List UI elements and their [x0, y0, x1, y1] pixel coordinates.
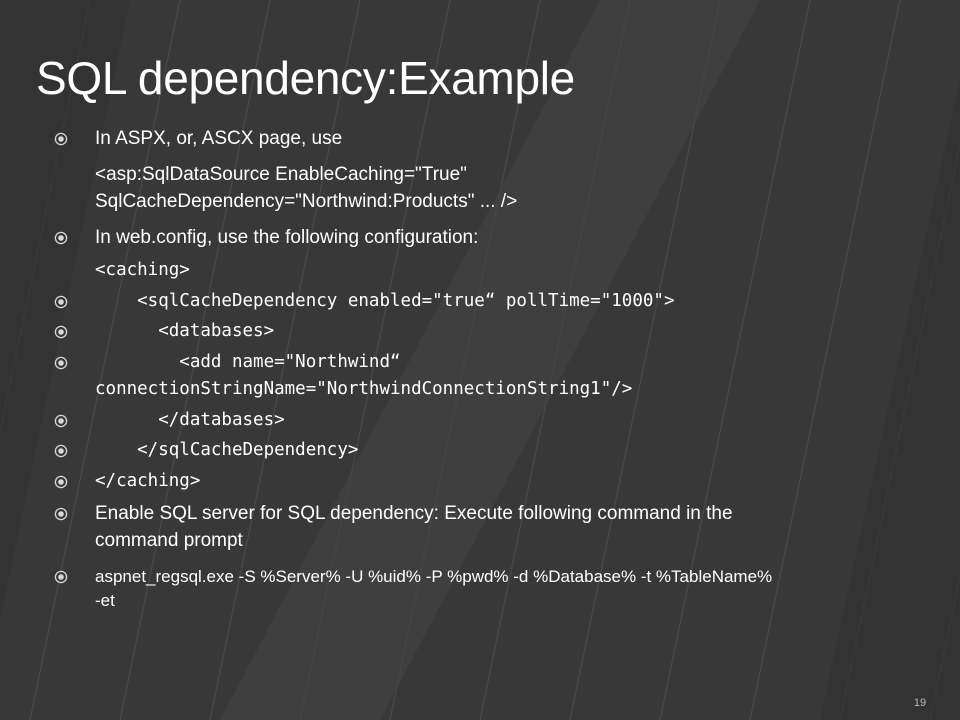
list-item-text: connectionStringName="NorthwindConnectio… [95, 379, 633, 399]
list-item-text: <caching> [95, 260, 190, 280]
circle-dot-icon [54, 325, 68, 339]
list-item-text: </caching> [95, 471, 201, 491]
list-item-text: <asp:SqlDataSource EnableCaching="True" [95, 164, 467, 185]
list-item-text: command prompt [95, 530, 243, 551]
list-item-text: </sqlCacheDependency> [95, 440, 359, 460]
list-item-text: In web.config, use the following configu… [95, 227, 479, 248]
circle-dot-icon [54, 507, 68, 521]
circle-dot-icon [54, 356, 68, 370]
list-item-text: <sqlCacheDependency enabled="true“ pollT… [95, 291, 675, 311]
circle-dot-icon [54, 132, 68, 146]
list-item-text: </databases> [95, 410, 285, 430]
list-item-text: <databases> [95, 321, 275, 341]
circle-dot-icon [54, 295, 68, 309]
list-item-text: Enable SQL server for SQL dependency: Ex… [95, 503, 733, 524]
list-item-text: -et [95, 591, 115, 610]
list-item-text: <add name="Northwind“ [95, 352, 401, 372]
circle-dot-icon [54, 570, 68, 584]
circle-dot-icon [54, 475, 68, 489]
list-item-text: SqlCacheDependency="Northwind:Products" … [95, 191, 518, 212]
page-number: 19 [913, 697, 927, 709]
list-item-text: In ASPX, or, ASCX page, use [95, 128, 343, 149]
slide-title: SQL dependency:Example [36, 52, 575, 104]
circle-dot-icon [54, 414, 68, 428]
circle-dot-icon [54, 444, 68, 458]
list-item-text: aspnet_regsql.exe -S %Server% -U %uid% -… [95, 567, 773, 586]
circle-dot-icon [54, 231, 68, 245]
